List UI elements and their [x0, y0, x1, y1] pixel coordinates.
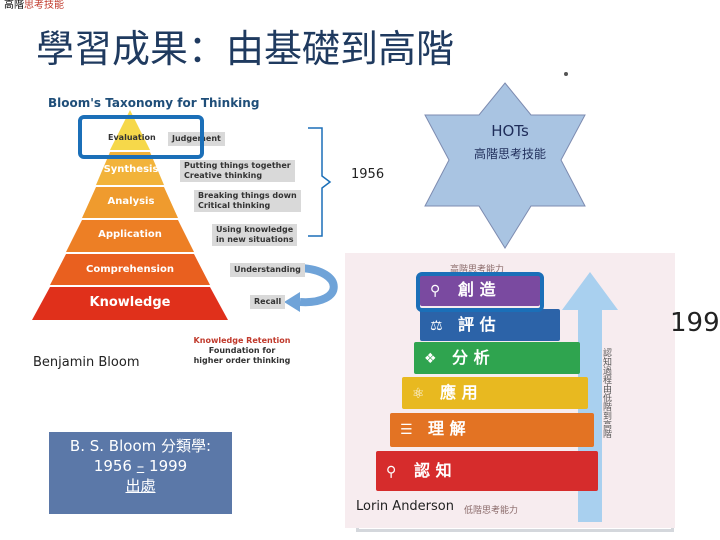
source-after: 1999 [149, 457, 188, 475]
anderson-top-label: 高階思考能力 [450, 265, 505, 275]
understanding-label: Understanding [230, 263, 305, 277]
tier-analysis-shape [82, 187, 178, 218]
puzzle-icon: ❖ [424, 351, 437, 367]
decorative-dot [564, 72, 568, 76]
anderson-level-label: 認 知 [414, 461, 452, 480]
tier-synthesis-shape [96, 152, 164, 185]
source-box: B. S. Bloom 分類學: 1956 – 1999 出處 [49, 432, 232, 514]
anderson-bottom-label: 低階思考能力 [464, 506, 519, 516]
bulb-icon: ⚲ [430, 283, 441, 299]
creative-line-2: Creative thinking [184, 171, 263, 180]
anderson-level: ☰ 理 解 [390, 413, 594, 447]
evaluation-highlight [78, 115, 204, 159]
hots-sublabel: 高階思考技能 [473, 147, 546, 161]
anderson-level-label: 評 估 [458, 315, 496, 334]
tier-label: Knowledge [89, 295, 171, 310]
bloom-author: Benjamin Bloom [33, 355, 140, 370]
source-dash-link[interactable]: – [136, 457, 145, 475]
anderson-level-label: 創 造 [458, 280, 496, 299]
knowledge-retention-note: Knowledge Retention Foundation for highe… [192, 336, 292, 366]
tier-knowledge-shape [32, 287, 228, 320]
tier-label: Evaluation [108, 133, 156, 142]
breadcrumb: 高階思考技能 [4, 0, 64, 11]
retention-line-1: Foundation for [208, 346, 276, 355]
source-link[interactable]: 出處 [125, 477, 156, 495]
anderson-level: ⚲ 創 造 [420, 274, 540, 306]
situations-line-1: Using knowledge [216, 225, 294, 234]
magnifier-icon: ⚲ [386, 464, 397, 480]
tier-label: Analysis [107, 196, 155, 207]
retention-head: Knowledge Retention [193, 336, 291, 345]
critical-line-1: Breaking things down [198, 191, 297, 200]
critical-label: Breaking things down Critical thinking [194, 190, 301, 212]
anderson-level-label: 分 析 [452, 348, 490, 367]
tier-label: Synthesis [103, 164, 159, 175]
situations-line-2: in new situations [216, 235, 294, 244]
anderson-level: ❖ 分 析 [414, 342, 580, 374]
hots-label: HOTs [491, 122, 529, 140]
source-text: B. S. Bloom 分類學: 1956 [69, 437, 212, 475]
retention-line-2: higher order thinking [193, 356, 291, 365]
breadcrumb-prefix: 高階 [4, 0, 24, 11]
anderson-vertical-label: 認知過程由低階到高階 [601, 348, 611, 438]
situations-label: Using knowledge in new situations [212, 224, 298, 246]
critical-line-2: Critical thinking [198, 201, 271, 210]
anderson-level: ⚛ 應 用 [402, 377, 588, 409]
recall-label: Recall [250, 295, 286, 309]
anderson-level-label: 理 解 [428, 419, 466, 438]
tier-comprehension-shape [50, 254, 210, 285]
bloom-brace [308, 127, 332, 237]
anderson-level-label: 應 用 [440, 383, 478, 402]
creative-line-1: Putting things together [184, 161, 291, 170]
anderson-year-clipped: 199 [670, 308, 720, 338]
tier-label: Comprehension [86, 264, 174, 275]
scale-icon: ⚖ [430, 318, 443, 334]
judgement-label: Judgement [168, 132, 225, 146]
tier-application-shape [66, 220, 194, 252]
creative-label: Putting things together Creative thinkin… [180, 160, 295, 182]
return-arrow-head [284, 292, 300, 312]
breadcrumb-accent: 思考技能 [24, 0, 64, 11]
bloom-year: 1956 [351, 167, 385, 182]
return-arrow [299, 264, 338, 307]
hots-star [424, 82, 586, 249]
up-arrow [562, 272, 618, 522]
up-arrow-shape [562, 272, 618, 522]
anderson-author: Lorin Anderson [356, 499, 454, 514]
anderson-level: ⚖ 評 估 [420, 309, 560, 341]
tier-evaluation-shape [110, 110, 150, 150]
flask-icon: ⚛ [412, 386, 425, 402]
page-title: 學習成果：由基礎到高階 [36, 27, 455, 71]
book-icon: ☰ [400, 422, 413, 438]
tier-label: Application [98, 229, 162, 240]
bloom-graphic-title: Bloom's Taxonomy for Thinking [48, 96, 260, 110]
anderson-level: ⚲ 認 知 [376, 451, 598, 491]
create-highlight [416, 272, 544, 312]
